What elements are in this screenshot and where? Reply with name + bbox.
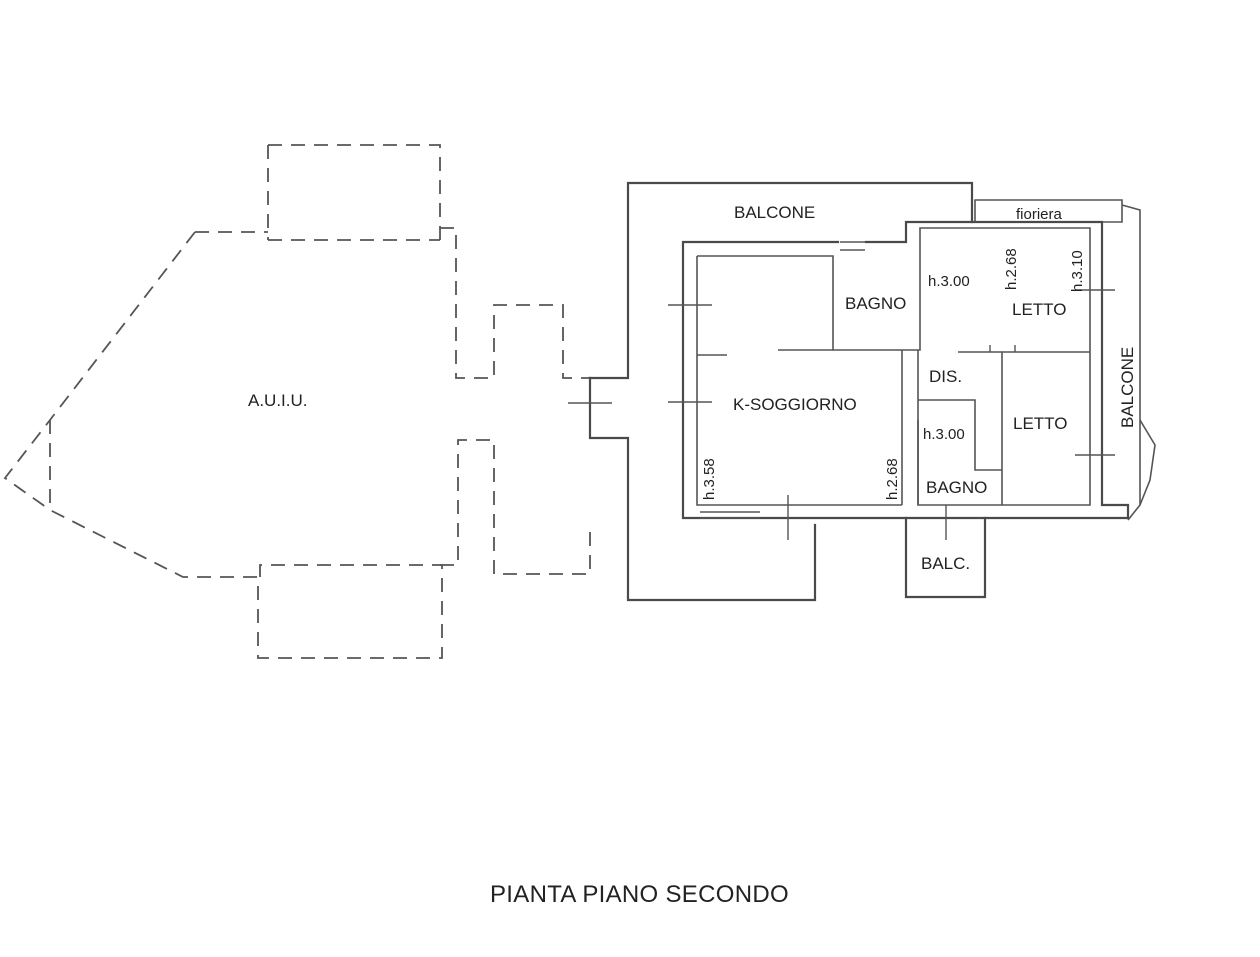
height-bagno-top: h.3.00	[928, 273, 970, 290]
height-letto-top-a: h.2.68	[1003, 248, 1020, 290]
label-k-soggiorno: K-SOGGIORNO	[733, 395, 857, 414]
label-letto-top: LETTO	[1012, 300, 1066, 319]
height-notes: h.3.00 h.2.68 h.3.10 h.3.00 h.3.58 h.2.6…	[701, 248, 1086, 500]
label-balcone-right: BALCONE	[1118, 347, 1137, 428]
plan-title: PIANTA PIANO SECONDO	[490, 881, 789, 908]
adjacent-unit-outline	[3, 144, 591, 659]
room-labels: A.U.I.U. BALCONE fioriera BAGNO LETTO LE…	[248, 203, 1137, 573]
height-bagno-bottom: h.3.00	[923, 426, 965, 443]
label-dis: DIS.	[929, 367, 962, 386]
height-soggiorno-right: h.2.68	[884, 458, 901, 500]
label-bagno-bottom: BAGNO	[926, 478, 987, 497]
apartment-walls	[568, 181, 1156, 602]
label-balc: BALC.	[921, 554, 970, 573]
label-letto-bottom: LETTO	[1013, 414, 1067, 433]
height-soggiorno-left: h.3.58	[701, 458, 718, 500]
label-fioriera: fioriera	[1016, 206, 1063, 223]
height-letto-top-b: h.3.10	[1069, 250, 1086, 292]
label-bagno-top: BAGNO	[845, 294, 906, 313]
label-auiu: A.U.I.U.	[248, 391, 308, 410]
label-balcone-top: BALCONE	[734, 203, 815, 222]
